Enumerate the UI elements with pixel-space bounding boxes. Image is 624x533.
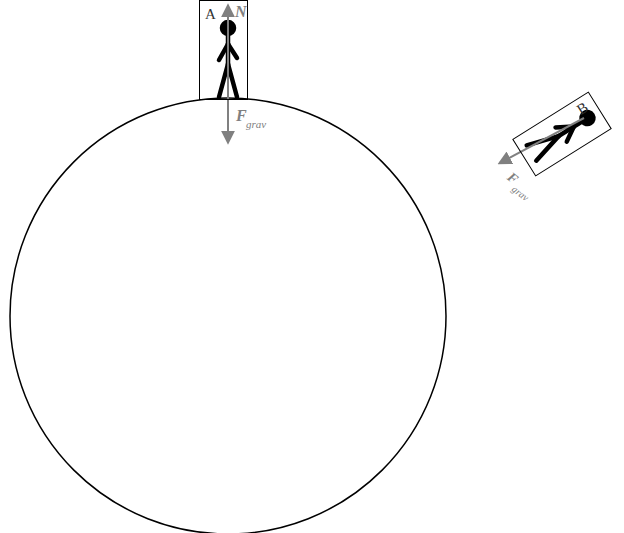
force-label: F (236, 108, 247, 124)
frame-label: A (205, 7, 216, 22)
force-label: grav (246, 119, 266, 130)
frame-label: B (575, 100, 591, 118)
planet-circle (10, 98, 446, 533)
force-label: N (235, 4, 247, 20)
force-label: F (504, 170, 520, 187)
stick-figure (527, 107, 598, 160)
normal-force-arrow (227, 6, 229, 36)
gravity-force-arrow (227, 36, 229, 142)
force-label: grav (510, 184, 531, 203)
person-frame: B (512, 91, 612, 176)
